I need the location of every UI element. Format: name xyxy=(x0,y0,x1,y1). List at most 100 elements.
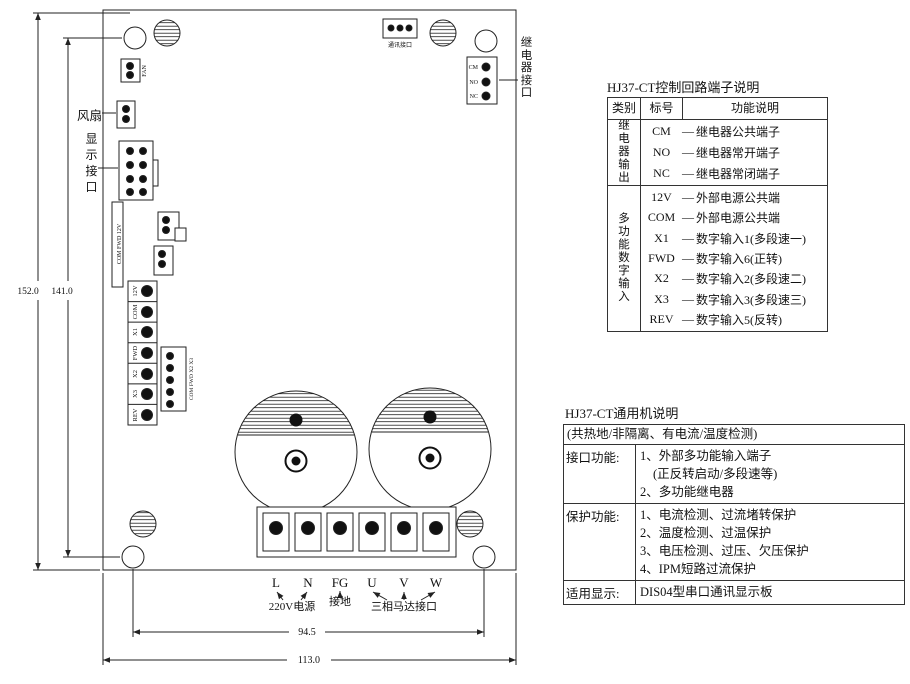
capacitor-1 xyxy=(234,390,358,514)
spec-line: 3、电压检测、过压、欠压保护 xyxy=(640,544,809,558)
terminal-label-fg: FG xyxy=(332,575,349,590)
strip-pin-rev: REV xyxy=(132,408,139,421)
dim-outer-width: 113.0 xyxy=(298,655,320,666)
aux-left-connector xyxy=(116,100,136,129)
table-row: X1 — 数字输入1(多段速一) xyxy=(641,228,827,248)
terminal-desc: 数字输入2(多段速二) xyxy=(696,272,806,287)
table-row: NC — 继电器常闭端子 xyxy=(641,163,827,184)
dash: — xyxy=(682,250,694,265)
group-category-digital: 多功能数字输入 xyxy=(618,213,630,303)
relay-output-group: 继电器输出 CM — 继电器公共端子 NO — 继电器常开端子 NC — 继电器… xyxy=(608,120,827,186)
table-row: X3 — 数字输入3(多段速三) xyxy=(641,289,827,309)
dash: — xyxy=(682,145,694,159)
terminal-desc: 外部电源公共端 xyxy=(696,190,781,205)
group-category-cell: 多功能数字输入 xyxy=(608,186,641,331)
comm-port-label: 通讯接口 xyxy=(388,41,412,49)
spec-line: 2、多功能继电器 xyxy=(640,485,734,499)
spec-line: (正反转启动/多段速等) xyxy=(653,467,778,481)
header-tag: 标号 xyxy=(641,98,683,119)
strip-pin-fwd: FWD xyxy=(132,345,139,360)
fan-connector xyxy=(120,58,141,83)
aux-connector xyxy=(160,346,187,412)
dash: — xyxy=(682,312,694,327)
spec-line: 2、温度检测、过温保护 xyxy=(640,526,772,540)
dash: — xyxy=(682,210,694,225)
relay-pin-cm: CM xyxy=(469,65,479,71)
terminal-tag: NO xyxy=(652,145,671,159)
leader-lines xyxy=(276,591,436,601)
terminal-tag: CM xyxy=(652,124,671,138)
terminal-desc: 数字输入1(多段速一) xyxy=(696,231,806,246)
table-row: 12V — 外部电源公共端 xyxy=(641,187,827,207)
small-component xyxy=(174,227,187,242)
table-row: COM — 外部电源公共端 xyxy=(641,207,827,227)
spec-row-protection: 保护功能: 1、电流检测、过流堵转保护 2、温度检测、过温保护 3、电压检测、过… xyxy=(564,504,904,581)
fan-label: 风扇 xyxy=(77,109,103,123)
power-terminal-block xyxy=(256,506,457,558)
terminal-tag: X3 xyxy=(654,291,669,306)
terminal-tag: FWD xyxy=(648,250,675,265)
terminal-desc: 继电器常开端子 xyxy=(696,146,781,160)
dim-outer-height: 152.0 xyxy=(17,287,39,297)
terminal-desc: 继电器公共端子 xyxy=(696,125,781,139)
terminal-label-l: L xyxy=(272,575,280,590)
table-row: REV — 数字输入5(反转) xyxy=(641,310,827,330)
aux-connector-label: COM FWD X2 X3 xyxy=(189,358,195,401)
ground-label: 接地 xyxy=(329,595,351,608)
small-connector-1 xyxy=(157,211,180,241)
spec-row-label: 保护功能: xyxy=(564,504,636,580)
silkscreen-strip xyxy=(111,201,124,288)
spec-row-label: 接口功能: xyxy=(564,445,636,503)
dim-inner-width: 94.5 xyxy=(298,627,316,638)
relay-pin-no: NO xyxy=(469,80,478,86)
spec-row-display: 适用显示: DIS04型串口通讯显示板 xyxy=(564,581,904,604)
relay-pin-nc: NC xyxy=(470,94,478,100)
small-connector-2 xyxy=(153,245,174,276)
dash: — xyxy=(682,230,694,245)
strip-pin-12v: 12V xyxy=(132,285,139,297)
strip-pin-com: COM xyxy=(132,304,139,319)
group-category-relay: 继电器输出 xyxy=(618,120,630,184)
table-row: FWD — 数字输入6(正转) xyxy=(641,248,827,268)
mounting-holes xyxy=(121,19,498,569)
relay-port-label: 继电器接口 xyxy=(520,37,533,99)
comm-connector xyxy=(382,18,418,39)
dash: — xyxy=(682,189,694,204)
dimension-lines xyxy=(33,12,517,665)
spec-table-title: HJ37-CT通用机说明 xyxy=(565,406,679,421)
terminal-desc: 外部电源公共端 xyxy=(696,211,781,226)
spec-line: 4、IPM短路过流保护 xyxy=(640,562,756,576)
dash: — xyxy=(682,166,694,180)
dash: — xyxy=(682,271,694,286)
terminal-desc: 继电器常闭端子 xyxy=(696,167,781,181)
terminal-desc: 数字输入6(正转) xyxy=(696,251,782,266)
dash: — xyxy=(682,124,694,138)
motor-label: 三相马达接口 xyxy=(371,600,437,613)
strip-pin-x2: X2 xyxy=(132,370,139,378)
capacitor-2 xyxy=(368,387,492,511)
spec-row-interface: 接口功能: 1、外部多功能输入端子 (正反转启动/多段速等) 2、多功能继电器 xyxy=(564,445,904,504)
spec-line: 1、电流检测、过流堵转保护 xyxy=(640,508,797,522)
display-connector xyxy=(118,140,159,201)
terminal-table-header: 类别 标号 功能说明 xyxy=(608,98,827,120)
table-row: X2 — 数字输入2(多段速二) xyxy=(641,269,827,289)
terminal-tag: X1 xyxy=(654,230,669,245)
terminal-tag: 12V xyxy=(651,189,672,204)
fan-pin-label: FAN xyxy=(142,65,148,77)
terminal-table-title: HJ37-CT控制回路端子说明 xyxy=(607,80,760,95)
header-desc: 功能说明 xyxy=(730,101,779,115)
strip-pin-x1: X1 xyxy=(132,328,139,336)
relay-connector xyxy=(466,56,498,105)
header-category: 类别 xyxy=(608,98,641,119)
terminal-label-u: U xyxy=(367,575,377,590)
terminal-tag: NC xyxy=(653,166,670,180)
silkscreen-label: COM FWD 12V xyxy=(117,223,123,264)
power-label: 220V电源 xyxy=(269,599,315,613)
strip-pin-x3: X3 xyxy=(132,390,139,398)
table-row: NO — 继电器常开端子 xyxy=(641,142,827,163)
spec-row-label: 适用显示: xyxy=(564,581,636,604)
display-port-label: 显示接口 xyxy=(85,132,98,194)
spec-line: 1、外部多功能输入端子 xyxy=(640,449,772,463)
